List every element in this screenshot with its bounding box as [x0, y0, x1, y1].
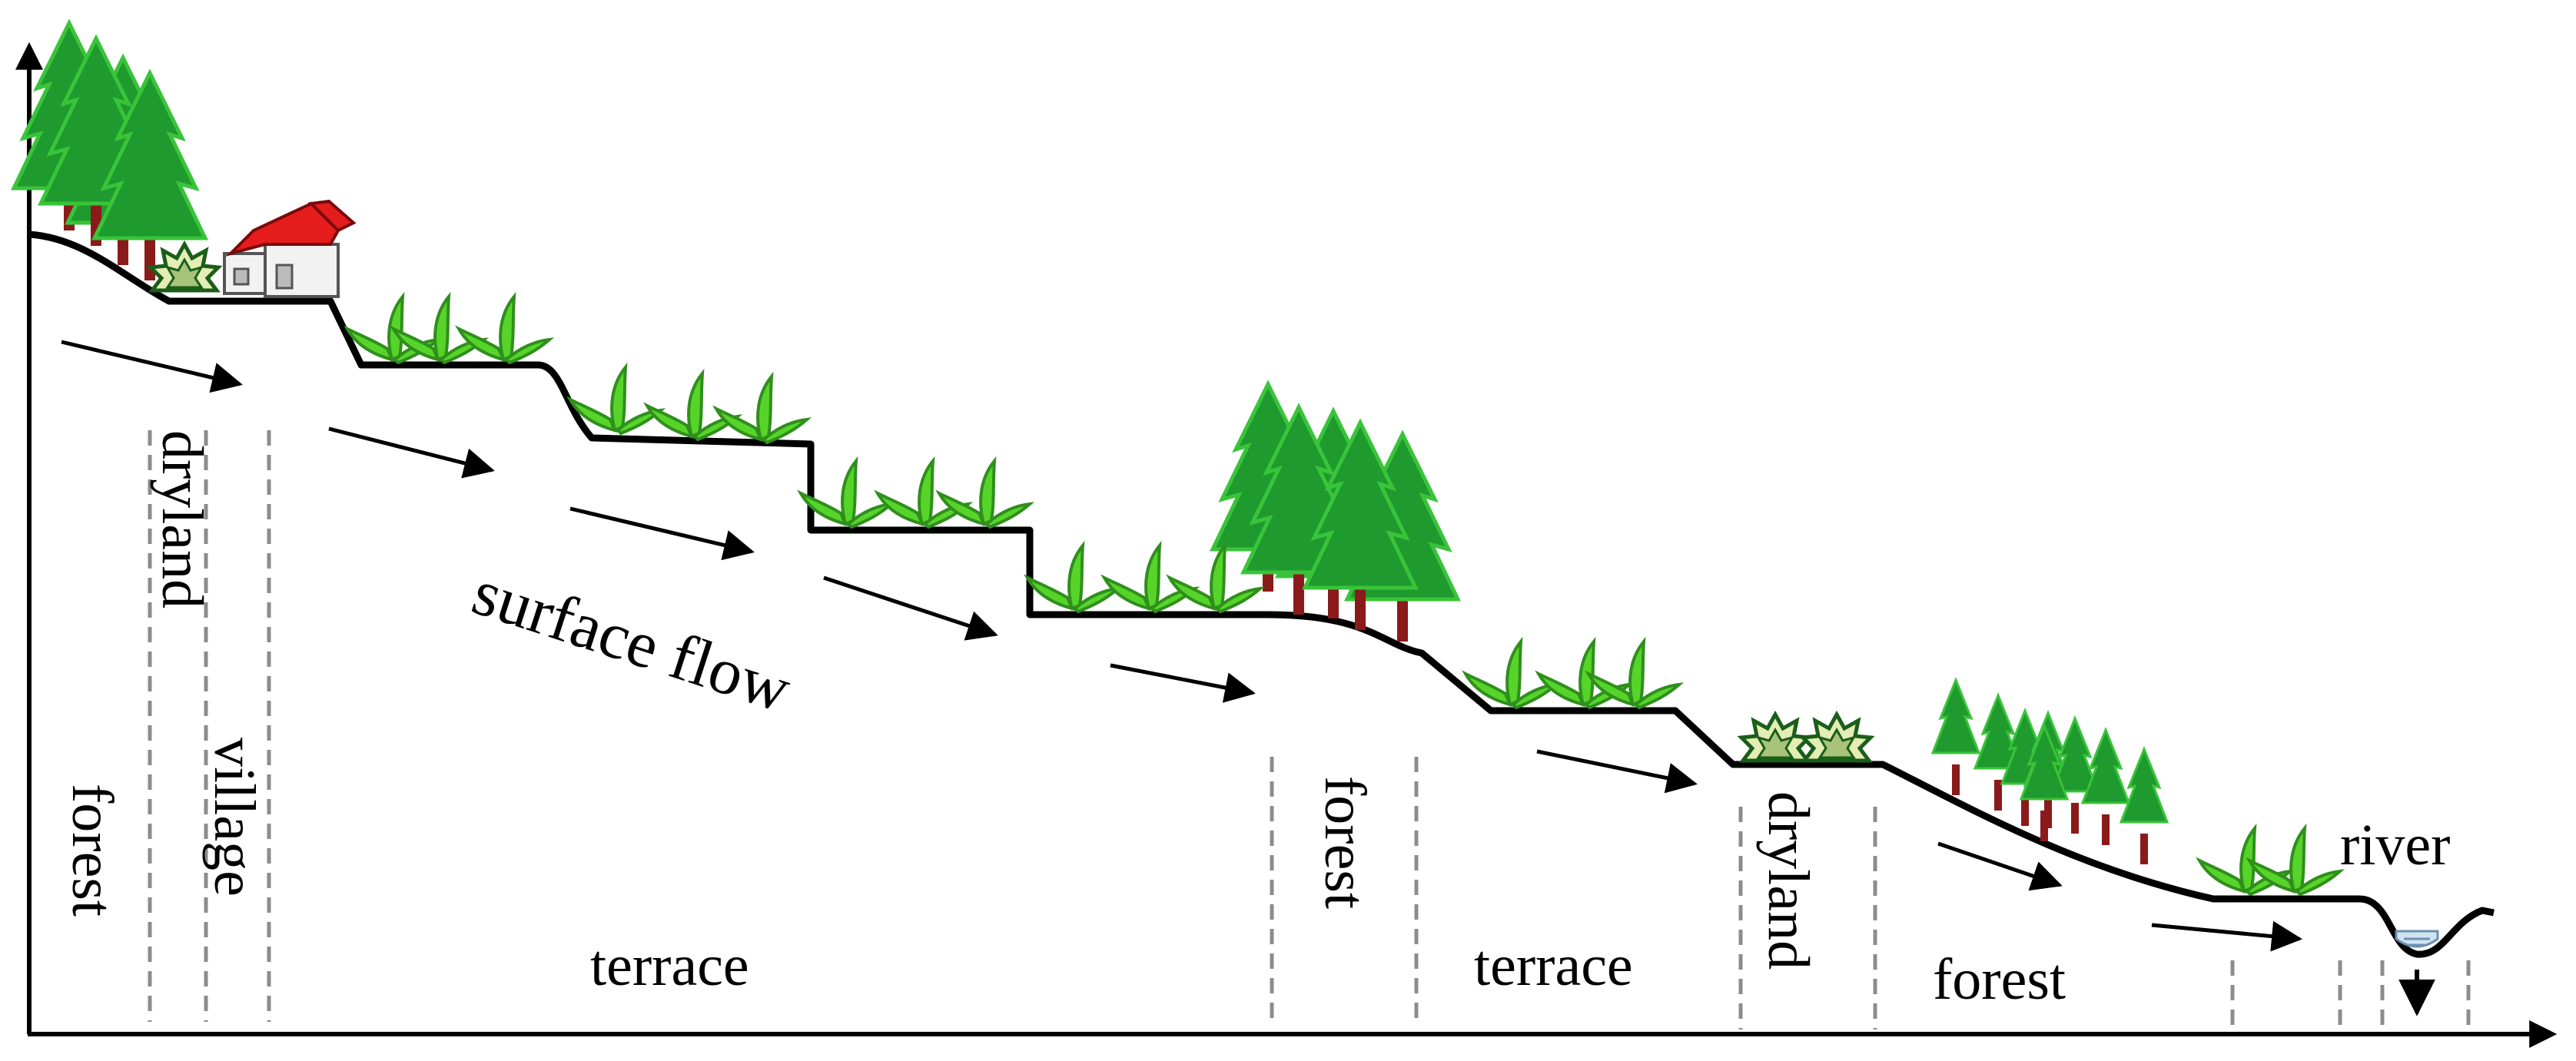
label-forest-3: forest	[1933, 947, 2066, 1012]
crop-icon	[938, 459, 1031, 529]
flow-arrow-icon	[823, 575, 998, 641]
house-icon	[223, 199, 357, 298]
crop-icon	[457, 295, 551, 364]
crop-icon	[876, 459, 970, 529]
shrub-icon	[1803, 715, 1871, 761]
river-water	[2395, 930, 2439, 1016]
zone-dividers	[148, 430, 2471, 1030]
flow-arrow-icon	[1536, 749, 1698, 794]
flow-arrow-icon	[1937, 841, 2063, 891]
axes	[15, 41, 2558, 1048]
crop-icon	[1103, 544, 1197, 613]
label-forest-2: forest	[1313, 776, 1377, 909]
tree-icon	[2120, 748, 2169, 866]
flow-arrow-icon	[1110, 663, 1256, 703]
mid-forest	[1213, 384, 1458, 642]
label-dryland-2: dryland	[1756, 791, 1821, 970]
label-village: village	[202, 738, 267, 897]
crop-icon	[646, 372, 739, 441]
crop-icon	[1168, 544, 1262, 613]
lower-forest	[1931, 678, 2169, 866]
flow-arrow-icon	[328, 426, 495, 479]
label-surface-flow: surface flow	[464, 555, 799, 726]
crop-icon	[715, 375, 808, 444]
upper-forest	[14, 23, 205, 280]
flow-arrows	[61, 340, 2302, 952]
flow-arrow-icon	[2151, 920, 2302, 952]
flow-arrow-icon	[61, 340, 243, 393]
flow-arrow-icon	[569, 506, 755, 561]
label-dryland-1: dryland	[150, 430, 214, 608]
tree-icon	[2081, 728, 2130, 847]
label-river: river	[2340, 813, 2450, 877]
shrub-icon	[1741, 715, 1809, 761]
label-terrace-2: terrace	[1474, 933, 1633, 998]
label-forest-1: forest	[60, 784, 124, 917]
label-terrace-1: terrace	[590, 933, 749, 998]
tree-icon	[1931, 678, 1980, 797]
dryland-shrubs	[151, 244, 1871, 761]
shrub-icon	[151, 244, 218, 290]
